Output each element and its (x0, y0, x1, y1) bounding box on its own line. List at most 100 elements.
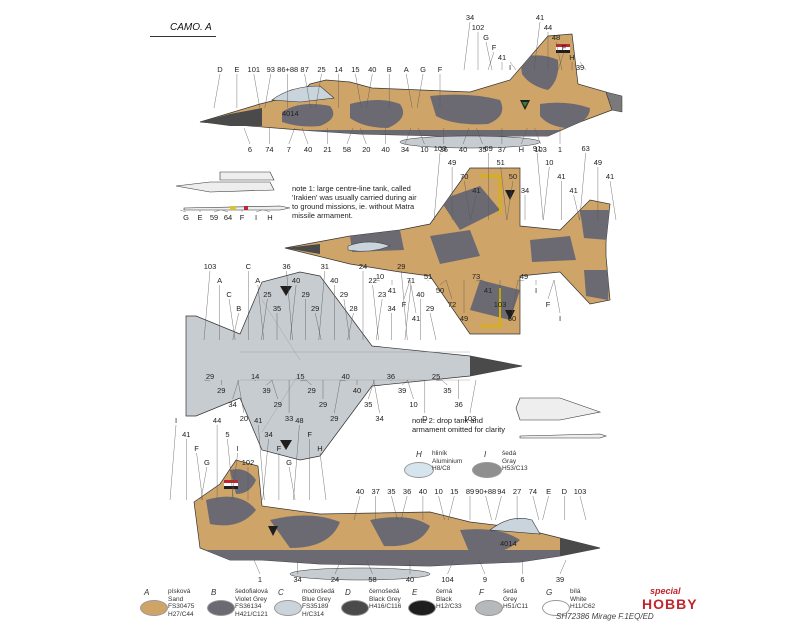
callout-top-view-5: 51 (497, 158, 505, 167)
top-serial: 4014 (282, 109, 299, 118)
leader-line (305, 379, 312, 386)
leader-line (300, 379, 307, 382)
leader-line (318, 270, 325, 341)
swatch-letter: B (211, 588, 217, 597)
callout-top-side-8: 15 (351, 65, 359, 74)
leader-line (366, 73, 373, 109)
callout-top-view-0: 103 (434, 144, 447, 153)
callout-top-side-7: 14 (334, 65, 342, 74)
callout-bottom-view-23: 103 (464, 414, 477, 423)
leader-line (339, 379, 346, 382)
callout-bottom-view-9: 29 (308, 386, 316, 395)
callout-top-side-2: 7 (287, 145, 291, 154)
callout-top-view-1: 49 (448, 158, 456, 167)
callout-bottom-side-2: 24 (331, 575, 339, 584)
leader-line (553, 279, 561, 314)
leader-line (200, 466, 208, 501)
callout-bottom-view-19: 34 (388, 304, 396, 313)
callout-top-view-8: 73 (472, 272, 480, 281)
brand-logo: special HOBBY (642, 586, 702, 620)
callout-small-items-3: 64 (224, 213, 232, 222)
leader-line (506, 180, 514, 221)
callout-small-items-5: I (255, 213, 257, 222)
callout-bottom-side-0: 40 (356, 487, 364, 496)
callout-small-items-4: F (240, 213, 245, 222)
callout-bottom-side-4: 40 (419, 487, 427, 496)
callout-bottom-side-1: 41 (182, 430, 190, 439)
leader-line (407, 379, 414, 400)
leader-line (439, 279, 447, 286)
callout-bottom-side-6: I (237, 444, 239, 453)
callout-bottom-side-9: 94 (497, 487, 505, 496)
callout-leaders (169, 21, 617, 575)
tank-items (515, 397, 607, 439)
callout-top-view-8: 91 (533, 144, 541, 153)
leader-line (334, 379, 341, 414)
callout-top-side-16: 1 (558, 145, 562, 154)
callout-bottom-view-9: 40 (292, 276, 300, 285)
callout-bottom-side-8: 90+88 (475, 487, 496, 496)
leader-line (500, 166, 507, 221)
callout-bottom-side-6: 9 (483, 575, 487, 584)
callout-top-view-4: 69 (484, 144, 492, 153)
leader-line (264, 73, 271, 109)
legend-h-cz: hliník (432, 450, 448, 457)
leader-line (557, 51, 565, 71)
leader-line (547, 279, 555, 300)
legend-i-letter: I (484, 450, 487, 459)
callout-bottom-side-0: I (175, 416, 177, 425)
legend-h-letter: H (416, 450, 422, 459)
callout-top-side-13: F (438, 65, 443, 74)
callout-top-view-3: 41 (412, 314, 420, 323)
leader-line (227, 438, 234, 501)
leader-line (609, 180, 617, 221)
leader-line (470, 194, 477, 221)
callout-bottom-view-18: 23 (378, 290, 386, 299)
callout-bottom-side-1: 37 (372, 487, 380, 496)
callout-top-view-14: 41 (606, 172, 614, 181)
leader-line (179, 209, 187, 213)
leader-line (469, 379, 477, 414)
leader-line (360, 127, 367, 145)
leader-line (258, 424, 265, 501)
callout-bottom-view-6: 25 (263, 290, 271, 299)
callout-top-view-11: 60 (508, 314, 516, 323)
callout-bottom-side-7: 102 (242, 458, 255, 467)
callout-bottom-view-2: 34 (228, 400, 236, 409)
leader-line (445, 279, 453, 300)
leader-line (231, 452, 238, 501)
callout-top-view-2: 70 (460, 172, 468, 181)
callout-bottom-side-11: G (286, 458, 292, 467)
callout-bottom-view-7: 35 (273, 304, 281, 313)
callout-bottom-view-12: 31 (321, 262, 329, 271)
leader-line (463, 21, 471, 71)
callout-top-view-9: 41 (484, 286, 492, 295)
brand-line2: HOBBY (642, 596, 698, 612)
callout-bottom-side-13: F (307, 430, 312, 439)
leader-line (373, 379, 380, 414)
leader-line (232, 312, 239, 341)
legend-i-en: Gray (502, 457, 517, 465)
callout-bottom-view-5: 39 (262, 386, 270, 395)
callout-top-side-0: D (217, 65, 223, 74)
callout-bottom-view-10: 29 (319, 400, 327, 409)
top-side-view: 4014 (199, 33, 623, 149)
leader-line (536, 152, 544, 221)
swatch-chip (207, 600, 235, 616)
callout-bottom-view-16: 24 (359, 262, 367, 271)
callout-bottom-view-16: 36 (387, 372, 395, 381)
callout-small-items-6: H (267, 213, 272, 222)
swatch-letter: G (546, 588, 553, 597)
leader-line (334, 559, 342, 575)
callout-bottom-view-20: 25 (432, 372, 440, 381)
leader-line (253, 559, 261, 575)
leader-line (406, 73, 413, 109)
callout-top-view-3: 41 (472, 186, 480, 195)
leader-line (261, 298, 268, 341)
callout-bottom-view-11: 29 (330, 414, 338, 423)
leader-line (555, 41, 563, 71)
